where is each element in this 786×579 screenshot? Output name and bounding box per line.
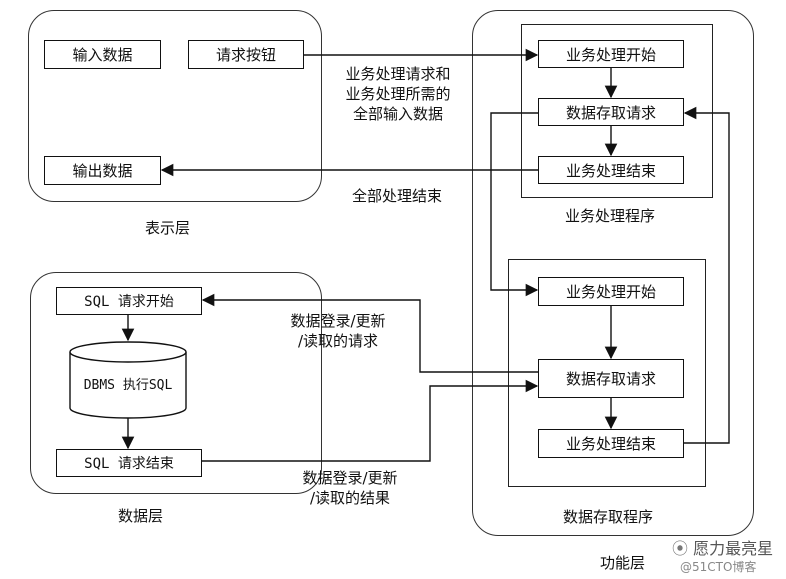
business-start-box: 业务处理开始	[538, 40, 684, 68]
request-annotation-line-1: 业务处理请求和	[345, 65, 451, 83]
wechat-icon: ⦿	[672, 539, 689, 558]
dbms-label: DBMS 执行SQL	[83, 378, 173, 393]
all-done-annotation: 全部处理结束	[352, 187, 443, 205]
db-result-annotation-line-1: 数据登录/更新	[302, 469, 398, 487]
business-data-request-box: 数据存取请求	[538, 98, 684, 126]
function-layer-title: 功能层	[600, 554, 646, 572]
data-access-end-box: 业务处理结束	[538, 429, 684, 458]
request-annotation: 业务处理请求和 业务处理所需的 全部输入数据	[328, 64, 468, 124]
db-result-annotation-line-2: /读取的结果	[309, 489, 391, 507]
watermark-brand: ⦿ 愿力最亮星	[672, 535, 773, 559]
input-data-box: 输入数据	[44, 40, 161, 69]
watermark-site: @51CTO博客	[680, 560, 757, 574]
sql-end-box: SQL 请求结束	[56, 449, 202, 477]
data-access-start-box: 业务处理开始	[538, 277, 684, 306]
request-annotation-line-2: 业务处理所需的	[345, 85, 451, 103]
db-request-annotation: 数据登录/更新 /读取的请求	[268, 311, 408, 351]
business-program-title: 业务处理程序	[565, 207, 656, 225]
dbms-cylinder-icon	[69, 341, 187, 419]
data-access-program-title: 数据存取程序	[563, 508, 654, 526]
sql-start-box: SQL 请求开始	[56, 287, 202, 315]
request-button[interactable]: 请求按钮	[188, 40, 304, 69]
presentation-layer-title: 表示层	[145, 219, 191, 237]
db-result-annotation: 数据登录/更新 /读取的结果	[280, 468, 420, 508]
watermark-brand-text: 愿力最亮星	[693, 539, 774, 558]
data-access-request-box: 数据存取请求	[538, 359, 684, 398]
business-end-box: 业务处理结束	[538, 156, 684, 184]
output-data-box: 输出数据	[44, 156, 161, 185]
request-annotation-line-3: 全部输入数据	[352, 105, 443, 123]
db-request-annotation-line-1: 数据登录/更新	[290, 312, 386, 330]
data-layer-title: 数据层	[118, 507, 164, 525]
db-request-annotation-line-2: /读取的请求	[297, 332, 379, 350]
